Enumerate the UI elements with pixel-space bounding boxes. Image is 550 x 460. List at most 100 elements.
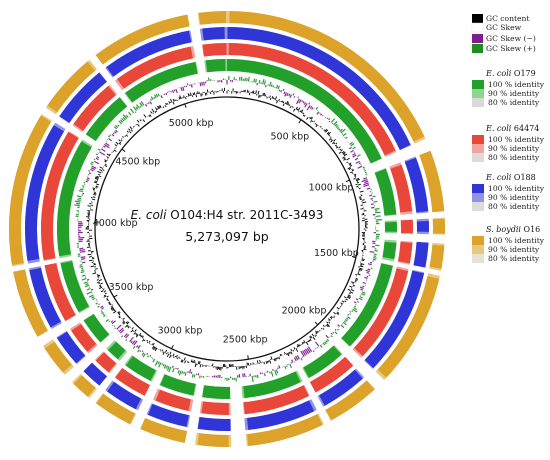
gc-content-bar — [274, 358, 277, 361]
gc-content-bar — [154, 111, 157, 114]
gc-content-bar — [110, 306, 114, 310]
gc-content-bar — [87, 205, 91, 207]
gc-skew-bar — [142, 353, 146, 358]
gc-content-bar — [273, 358, 276, 362]
gc-content-bar — [118, 139, 121, 142]
gc-content-bar — [340, 302, 343, 305]
gc-content-bar — [349, 292, 351, 294]
gc-skew-bar — [79, 264, 83, 266]
position-tick-mark — [171, 344, 174, 350]
gc-skew-bar — [330, 118, 336, 123]
gc-content-bar — [343, 158, 347, 161]
position-tick-label: 3000 kbp — [158, 326, 203, 337]
ring-segment-1-11 — [71, 324, 97, 352]
gc-content-bar — [180, 359, 183, 363]
gc-skew-bar — [76, 195, 82, 198]
gc-skew-bar — [320, 113, 323, 116]
legend-group-o16-strain: O16 — [521, 225, 540, 234]
gc-content-bar — [347, 295, 351, 298]
gc-content-bar — [264, 94, 266, 97]
gc-content-bar — [360, 263, 365, 265]
gc-content-bar — [113, 149, 117, 152]
gc-content-bar — [151, 343, 153, 345]
ring-segment-0-14 — [85, 97, 128, 142]
gc-content-bar — [315, 334, 317, 336]
gc-content-bar — [156, 105, 160, 110]
gc-content-bar — [170, 98, 173, 103]
gc-content-bar — [328, 321, 331, 324]
gc-skew-bar — [86, 278, 90, 281]
gc-skew-bar — [364, 169, 366, 172]
gc-skew-bar — [153, 96, 156, 100]
legend-group-o188-species: E. coli — [485, 173, 512, 182]
gc-skew-bar — [128, 111, 132, 116]
gc-content-bar — [306, 341, 309, 343]
gc-content-bar — [332, 141, 335, 144]
gc-skew-bar — [122, 116, 126, 121]
ring-segment-0-1 — [374, 168, 397, 216]
gc-content-bar — [193, 359, 195, 364]
gc-skew-bar — [330, 332, 333, 335]
gc-content-bar — [136, 119, 140, 123]
gc-skew-bar — [354, 157, 359, 161]
gc-skew-bar — [79, 188, 84, 191]
gc-skew-bar — [302, 101, 305, 104]
gc-content-bar — [127, 325, 129, 328]
gc-content-bar — [256, 360, 259, 364]
gc-content-bar — [357, 183, 361, 186]
gc-content-bar — [271, 95, 274, 99]
gc-content-bar — [126, 130, 129, 133]
gc-skew-bar — [350, 149, 354, 153]
gc-skew-bar — [293, 95, 296, 98]
gc-content-bar — [310, 335, 313, 339]
gc-skew-bar — [105, 142, 110, 147]
gc-skew-bar — [88, 172, 92, 175]
ring-gap-0-12 — [59, 256, 73, 263]
gc-skew-bar — [258, 79, 261, 84]
gc-content-bar — [357, 273, 361, 276]
gc-skew-bar — [103, 145, 106, 148]
gc-skew-bar — [80, 256, 86, 259]
gc-content-bar — [122, 321, 125, 324]
gc-content-bar — [113, 150, 115, 152]
ring-gap-0-13 — [82, 134, 97, 147]
ring-segment-1-0 — [228, 43, 396, 156]
ring-segment-1-5 — [309, 356, 354, 393]
legend-swatch-64474-100 — [472, 135, 484, 144]
gc-skew-bar — [355, 160, 361, 164]
gc-skew-bar — [184, 372, 187, 376]
gc-content-bar — [342, 151, 346, 155]
gc-skew-bar — [177, 369, 180, 374]
gc-content-bar — [162, 351, 165, 355]
gc-skew-bar — [373, 200, 378, 203]
gc-content-bar — [199, 361, 201, 365]
gc-skew-bar — [363, 168, 366, 171]
gc-content-bar — [287, 102, 290, 106]
ring-gap-3-8 — [130, 413, 146, 430]
gc-skew-bar — [372, 258, 376, 261]
ring-gap-2-11 — [51, 322, 68, 338]
gc-content-bar — [295, 106, 298, 110]
gc-content-bar — [106, 295, 109, 298]
ring-segment-3-8 — [140, 417, 188, 443]
gc-content-bar — [178, 356, 180, 359]
gc-content-bar — [336, 312, 339, 315]
gc-skew-bar — [293, 357, 297, 362]
gc-skew-bar — [270, 371, 274, 377]
gc-content-bar — [287, 352, 290, 357]
legend-gc-content: GC content — [472, 14, 530, 23]
gc-skew-bar — [146, 352, 149, 355]
gc-content-bar — [121, 138, 123, 140]
gc-skew-bar — [295, 98, 300, 105]
ring-segment-0-3 — [382, 241, 397, 260]
gc-skew-bar — [286, 92, 289, 97]
gc-skew-bar — [354, 305, 357, 308]
gc-content-bar — [276, 100, 278, 104]
gc-content-bar — [103, 294, 106, 297]
ring-segment-1-1 — [390, 164, 413, 213]
ring-gap-1-5 — [304, 381, 316, 397]
gc-content-bar — [330, 136, 332, 138]
legend: GC content GC Skew GC Skew (−) GC Skew (… — [471, 14, 545, 263]
gc-skew-bar — [331, 122, 334, 125]
